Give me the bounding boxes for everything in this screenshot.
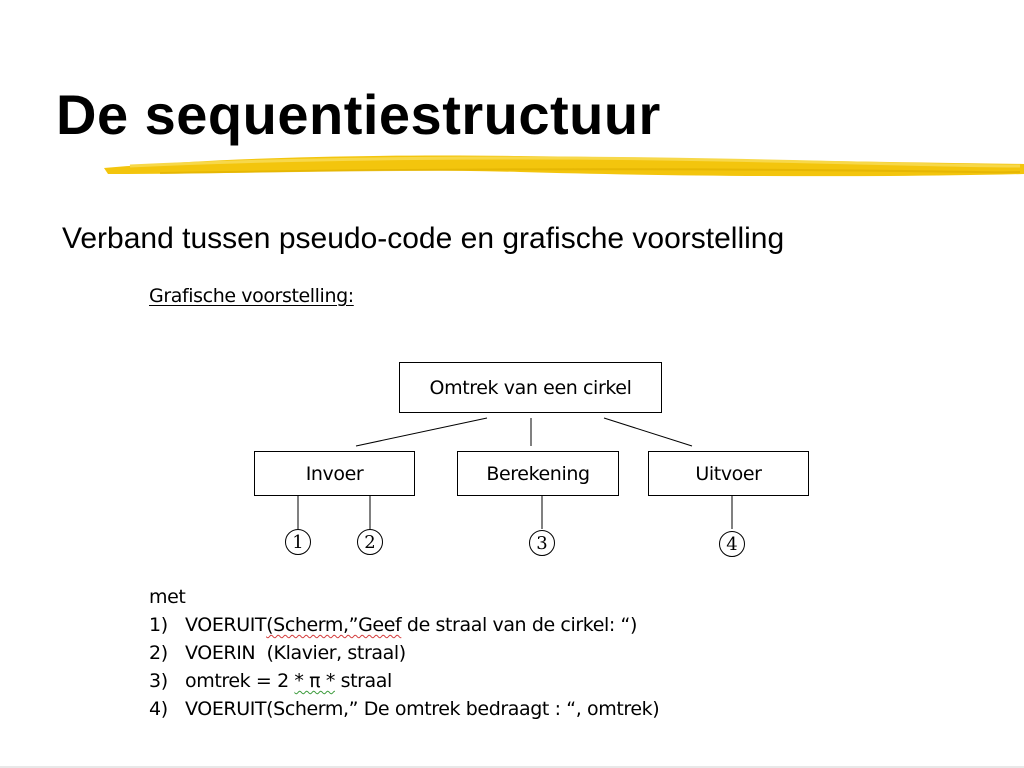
- grammar-underline: * π *: [294, 670, 335, 692]
- root-box: Omtrek van een cirkel: [399, 362, 662, 413]
- list-number: 4): [149, 698, 168, 720]
- list-text: omtrek = 2 * π * straal: [185, 670, 392, 692]
- list-item: 3) omtrek = 2 * π * straal: [149, 667, 659, 695]
- spellcheck-underline: (Scherm,”Geef: [266, 614, 402, 636]
- pseudo-code-legend: met 1) VOERUIT(Scherm,”Geef de straal va…: [149, 583, 660, 723]
- list-text: VOERUIT(Scherm,” De omtrek bedraagt : “,…: [185, 698, 660, 720]
- list-number: 3): [149, 670, 168, 692]
- list-item: 4) VOERUIT(Scherm,” De omtrek bedraagt :…: [149, 695, 660, 723]
- list-item: 1) VOERUIT(Scherm,”Geef de straal van de…: [149, 611, 659, 639]
- step-circle-4: 4: [719, 531, 745, 557]
- list-number: 1): [149, 614, 168, 636]
- list-number: 2): [149, 642, 168, 664]
- list-item: 2) VOERIN (Klavier, straal): [149, 639, 659, 667]
- slide-subtitle: Verband tussen pseudo-code en grafische …: [62, 222, 785, 255]
- step-circle-1: 1: [285, 529, 311, 555]
- child-box-invoer: Invoer: [254, 451, 415, 496]
- diagram-heading: Grafische voorstelling:: [149, 285, 354, 307]
- child-box-uitvoer: Uitvoer: [648, 451, 809, 496]
- list-text: VOERIN (Klavier, straal): [185, 642, 406, 664]
- step-circle-3: 3: [529, 530, 555, 556]
- step-circle-2: 2: [357, 529, 383, 555]
- slide-bottom-edge: [0, 766, 1024, 768]
- slide-title: De sequentiestructuur: [56, 83, 661, 146]
- highlighter-stroke: [104, 155, 1024, 177]
- list-text: VOERUIT(Scherm,”Geef de straal van de ci…: [185, 614, 637, 636]
- child-box-berekening: Berekening: [457, 451, 619, 496]
- pseudo-code-list: 1) VOERUIT(Scherm,”Geef de straal van de…: [149, 611, 660, 723]
- legend-intro: met: [149, 586, 186, 608]
